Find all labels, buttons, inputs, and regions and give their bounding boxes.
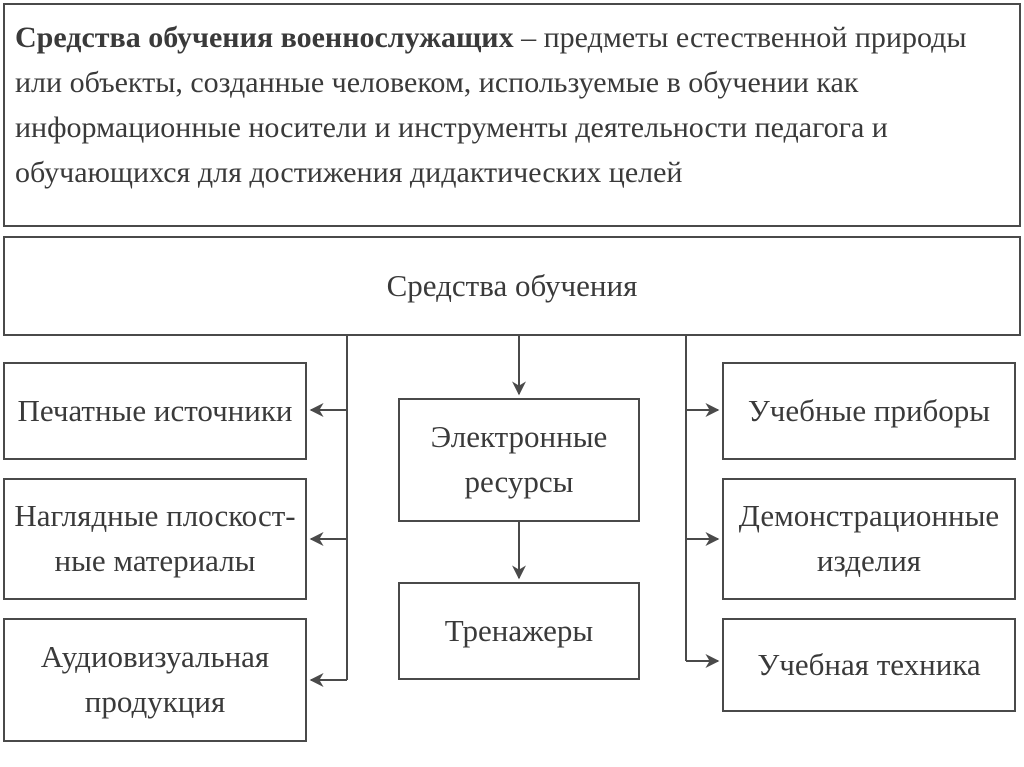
node-visual-materials: Наглядные плоскост-ные материалы [3,478,307,600]
node-training-equipment: Учебная техника [722,618,1016,712]
node-audiovisual-products: Аудиовизуальная продукция [3,618,307,742]
node-label: Аудиовизуальная продукция [40,639,270,719]
definition-term: Средства обучения военнослужащих [15,21,514,54]
node-trainers: Тренажеры [398,582,640,680]
definition-text: – предметы естественной природы или объе… [15,21,967,189]
node-printed-sources: Печатные источники [3,362,307,460]
node-label: Печатные источники [17,392,293,428]
node-electronic-resources: Электронные ресурсы [398,398,640,522]
root-node-label: Средства обучения [386,267,638,303]
root-node: Средства обучения [3,236,1021,336]
node-label: Учебные приборы [747,392,991,428]
node-label: Тренажеры [444,612,594,648]
node-label: Наглядные плоскост-ные материалы [14,498,296,578]
node-demonstration-items: Демонстрационные изделия [722,478,1016,600]
node-label: Учебная техника [757,646,981,682]
definition-box: Средства обучения военнослужащих – предм… [3,3,1021,227]
node-label: Демонстрационные изделия [738,498,1000,578]
node-label: Электронные ресурсы [430,419,608,499]
node-training-devices: Учебные приборы [722,362,1016,460]
